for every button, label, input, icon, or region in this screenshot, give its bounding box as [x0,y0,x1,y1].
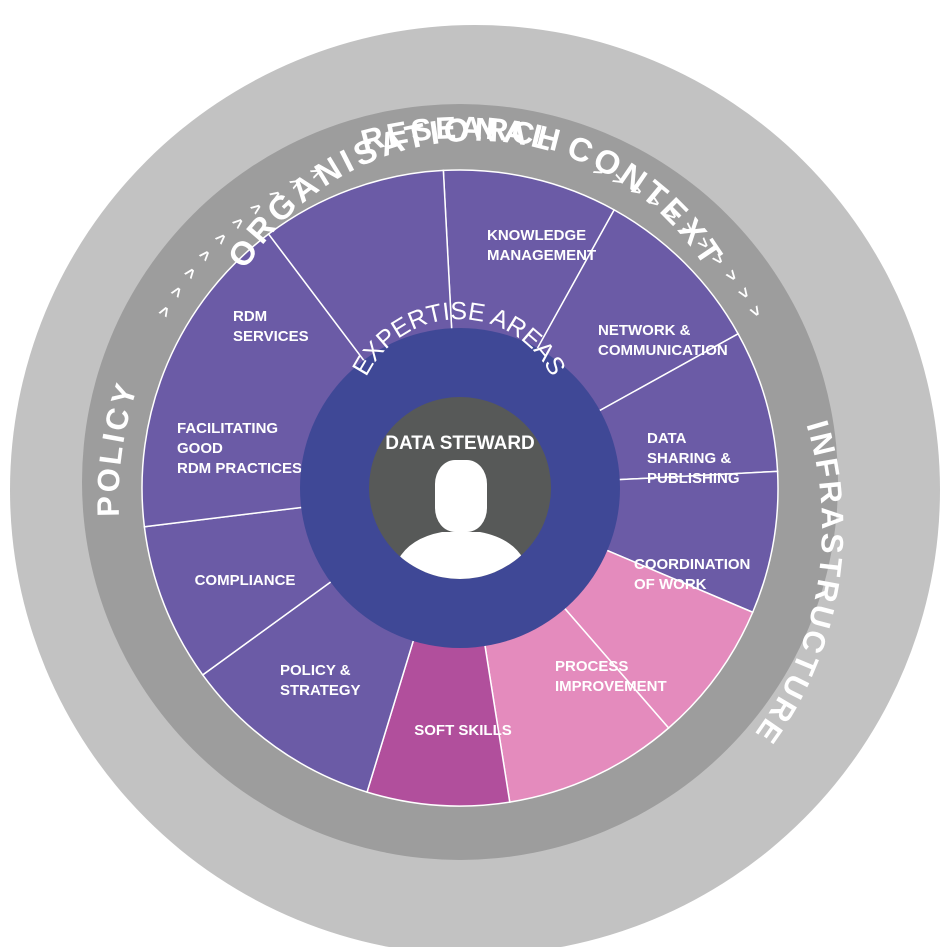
center-title: DATA STEWARD [385,433,535,454]
segment-label-line: SERVICES [233,328,309,345]
segment-label-line: RDM PRACTICES [177,460,302,477]
segment-label-line: NETWORK & [598,322,691,339]
segment-soft-skills: SOFT SKILLS [366,635,512,807]
segment-label-line: GOOD [177,440,223,457]
segment-label-line: SOFT SKILLS [414,722,512,739]
segment-label-line: PROCESS [555,658,628,675]
segment-knowledge-management: KNOWLEDGE MANAGEMENT [487,208,740,414]
person-silhouette-icon [398,460,524,579]
segment-label-line: RDM [233,308,267,325]
segment-label-line: DATA [647,430,687,447]
expertise-segments: DATAINFRA-STRUCTUREKNOWLEDGEMANAGEMENTNE… [141,169,779,807]
segment-label-line: COMPLIANCE [195,572,296,589]
segment-label-line: PUBLISHING [647,470,740,487]
segment-label-line: KNOWLEDGE [487,227,586,244]
segment-facilitating-good-rdm-practices: FACILITATING GOOD RDM PRACTICES [141,232,368,528]
segment-rdm-services: RDM SERVICES [233,169,453,366]
segment-label-line: COORDINATION [634,556,750,573]
segment-label-line: MANAGEMENT [487,247,596,264]
segment-label-line: COMMUNICATION [598,342,728,359]
segment-label-line: STRATEGY [280,682,361,699]
segment-label-line: IMPROVEMENT [555,678,667,695]
segment-label-line: SHARING & [647,450,731,467]
segment-label-line: OF WORK [634,576,707,593]
segment-label-line: FACILITATING [177,420,278,437]
segment-label-line: POLICY & [280,662,351,679]
